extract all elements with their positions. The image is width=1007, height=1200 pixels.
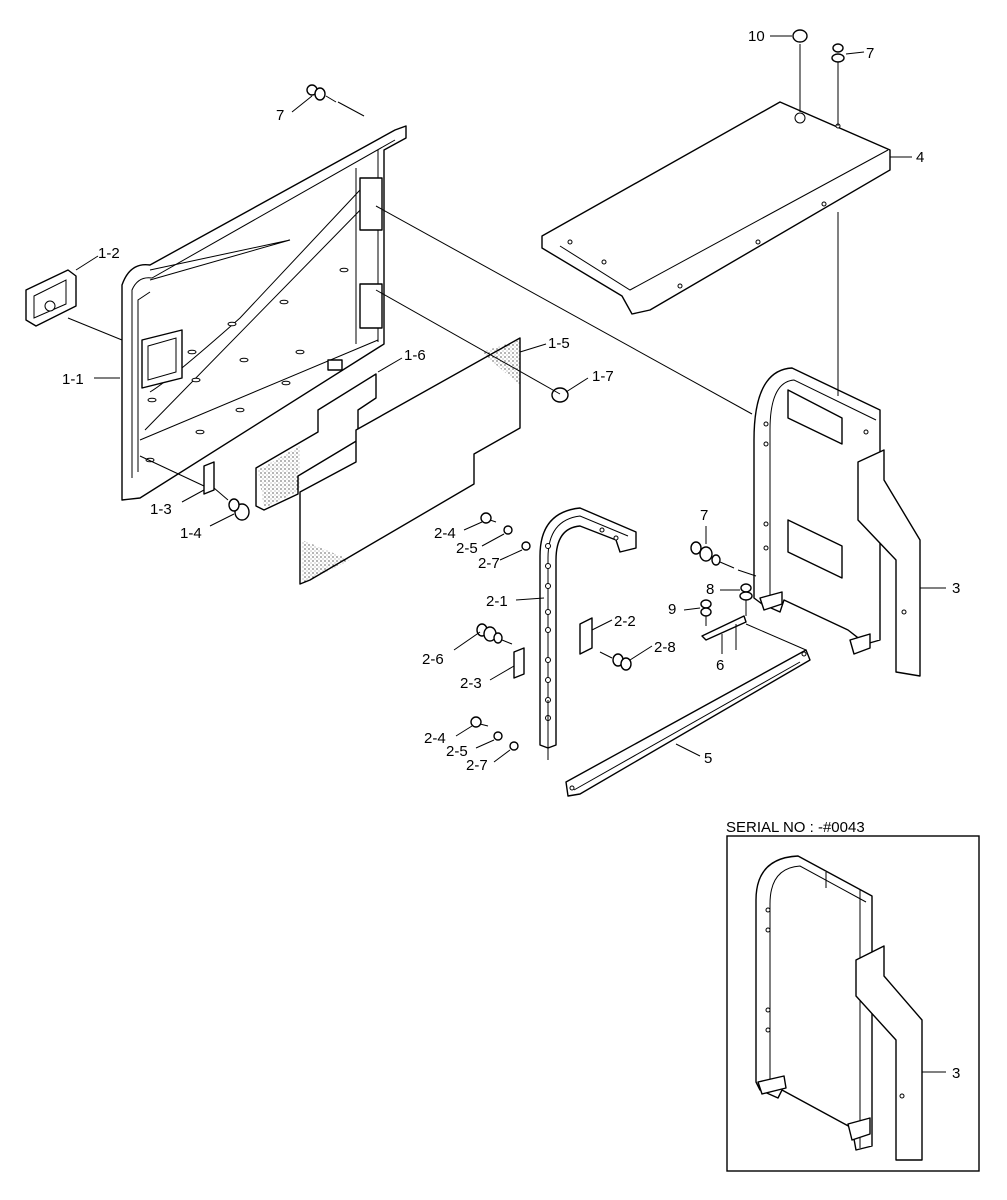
label-2-5-b: 2-5 (446, 743, 468, 760)
washer-2-7-b (509, 741, 519, 751)
assembly-lines (67, 44, 839, 760)
nut-2-5-b (493, 731, 503, 741)
bolt-2-6 (476, 623, 513, 645)
insulation-1-5 (299, 337, 521, 585)
label-8: 8 (706, 581, 714, 598)
label-2-5-a: 2-5 (456, 540, 478, 557)
door-slots (145, 267, 349, 463)
washer-2-7-a (521, 541, 531, 551)
bracket-2-3 (513, 647, 525, 679)
door-panel-1-1 (121, 125, 407, 501)
label-10: 10 (748, 28, 765, 45)
bolt-2-4-b (470, 716, 489, 728)
label-1-4: 1-4 (180, 525, 202, 542)
screw-7-mid (690, 541, 735, 569)
label-7-top-left: 7 (276, 107, 284, 124)
nut-2-5-a (503, 525, 513, 535)
label-leaders (75, 35, 946, 763)
latch-1-2 (25, 269, 77, 327)
label-4: 4 (916, 149, 924, 166)
stay-6 (701, 615, 747, 641)
top-cover-4 (541, 101, 891, 315)
bracket-1-3 (203, 461, 215, 495)
label-2-2: 2-2 (614, 613, 636, 630)
label-7-top-right: 7 (866, 45, 874, 62)
plug-1-7 (551, 387, 569, 403)
label-1-6: 1-6 (404, 347, 426, 364)
label-7-mid: 7 (700, 507, 708, 524)
serial-inset: SERIAL NO : -#0043 3 (726, 819, 980, 1172)
inset-label-3: 3 (952, 1065, 960, 1082)
shroud-3 (753, 367, 921, 677)
label-2-6: 2-6 (422, 651, 444, 668)
label-1-2: 1-2 (98, 245, 120, 262)
insulation-1-6 (255, 373, 377, 511)
bolt-9 (700, 599, 712, 626)
label-2-1: 2-1 (486, 593, 508, 610)
label-2-3: 2-3 (460, 675, 482, 692)
label-1-3: 1-3 (150, 501, 172, 518)
bolt-1-4 (213, 487, 250, 521)
stay-bracket-2-1 (539, 507, 637, 749)
rail-5 (565, 649, 811, 797)
screw-7-top-right (831, 43, 845, 74)
label-2-7-a: 2-7 (478, 555, 500, 572)
label-3: 3 (952, 580, 960, 597)
label-1-5: 1-5 (548, 335, 570, 352)
label-2-8: 2-8 (654, 639, 676, 656)
bolt-2-8 (599, 651, 632, 671)
bolt-8 (739, 583, 753, 612)
label-2-7-b: 2-7 (466, 757, 488, 774)
label-1-7: 1-7 (592, 368, 614, 385)
label-5: 5 (704, 750, 712, 767)
label-2-4-a: 2-4 (434, 525, 456, 542)
label-1-1: 1-1 (62, 371, 84, 388)
part-labels: 10 7 4 7 1-2 1-1 1-6 1-5 1-7 1-3 1-4 2-4… (62, 28, 960, 774)
cap-10 (792, 29, 808, 43)
label-6: 6 (716, 657, 724, 674)
screw-7-top-left (306, 84, 337, 103)
inset-shroud-3 (755, 855, 923, 1161)
bolt-2-4-a (480, 512, 497, 524)
bracket-2-2 (579, 617, 593, 655)
inset-title: SERIAL NO : -#0043 (726, 819, 865, 836)
label-2-4-b: 2-4 (424, 730, 446, 747)
label-9: 9 (668, 601, 676, 618)
